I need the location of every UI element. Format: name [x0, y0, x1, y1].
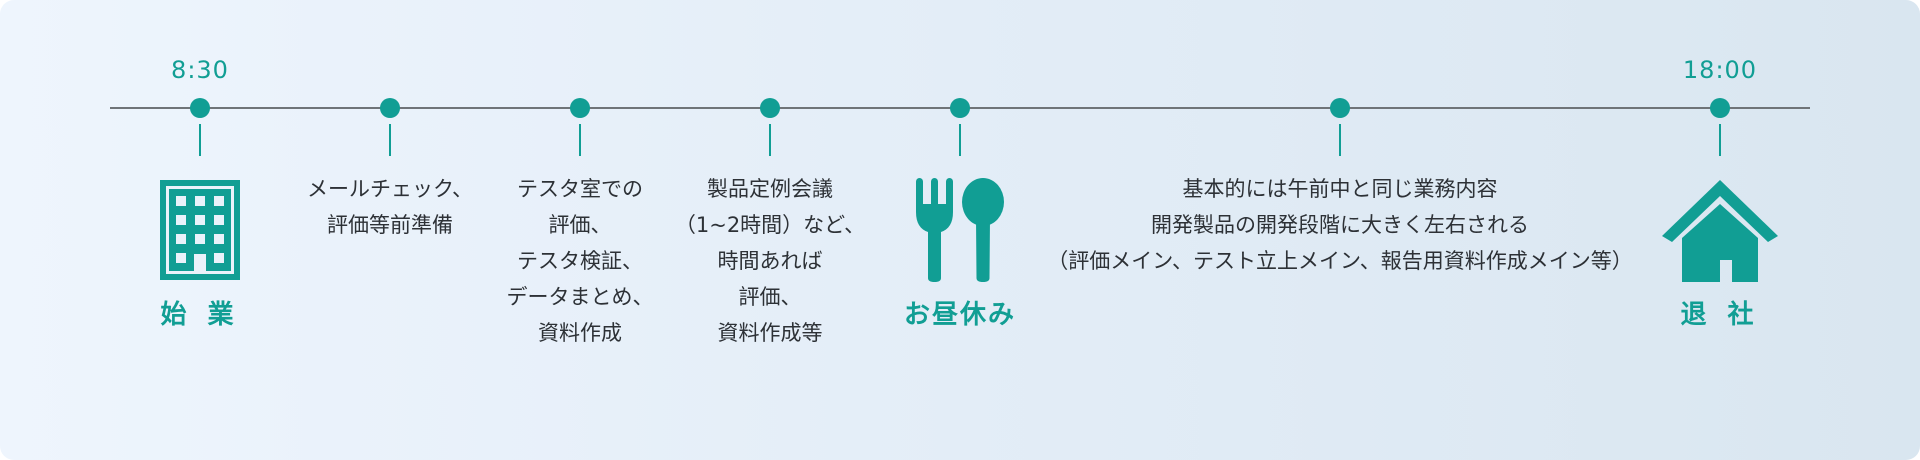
lunch-label: お昼休み	[903, 300, 1016, 330]
segment-line: 評価等前準備	[326, 213, 453, 237]
segment-mail-check: メールチェック、 評価等前準備	[307, 171, 473, 243]
timeline-tick	[959, 124, 961, 156]
start-label: 始 業	[160, 300, 240, 330]
timeline-dot-lunch	[950, 98, 970, 118]
timeline-tick	[579, 124, 581, 156]
timeline-dot-end	[1710, 98, 1730, 118]
timeline-dot-mail	[380, 98, 400, 118]
timeline-tick	[199, 124, 201, 156]
timeline-dot-start	[190, 98, 210, 118]
timeline-tick	[1339, 124, 1341, 156]
segment-line: （評価メイン、テスト立上メイン、報告用資料作成メイン等）	[1047, 249, 1633, 273]
segment-line: 評価、	[738, 285, 802, 309]
segment-afternoon: 基本的には午前中と同じ業務内容 開発製品の開発段階に大きく左右される （評価メイ…	[1047, 171, 1632, 279]
timeline-tick	[769, 124, 771, 156]
segment-tester-room: テスタ室での 評価、 テスタ検証、 データまとめ、 資料作成	[507, 171, 654, 351]
timeline-dot-afternoon	[1330, 98, 1350, 118]
segment-line: テスタ室での	[517, 177, 643, 201]
segment-line: 時間あれば	[717, 249, 823, 273]
segment-line: データまとめ、	[506, 285, 654, 309]
segment-line: 資料作成	[538, 321, 622, 345]
fork-spoon-icon	[916, 178, 1004, 282]
segment-line: メールチェック、	[306, 177, 474, 201]
segment-line: 資料作成等	[717, 321, 823, 345]
building-icon	[160, 180, 240, 280]
timeline-tick	[1719, 124, 1721, 156]
segment-line: テスタ検証、	[517, 249, 643, 273]
house-icon	[1662, 180, 1778, 282]
segment-product-meeting: 製品定例会議 （1~2時間）など、 時間あれば 評価、 資料作成等	[675, 171, 865, 351]
segment-line: 基本的には午前中と同じ業務内容	[1182, 177, 1498, 201]
timeline-tick	[389, 124, 391, 156]
segment-line: 評価、	[548, 213, 612, 237]
end-label: 退 社	[1680, 300, 1760, 330]
timeline-dot-meeting	[760, 98, 780, 118]
start-time-label: 8:30	[171, 56, 229, 84]
segment-line: （1~2時間）など、	[674, 213, 866, 237]
end-time-label: 18:00	[1682, 56, 1758, 84]
timeline-dot-tester	[570, 98, 590, 118]
segment-line: 製品定例会議	[707, 177, 833, 201]
segment-line: 開発製品の開発段階に大きく左右される	[1150, 213, 1529, 237]
